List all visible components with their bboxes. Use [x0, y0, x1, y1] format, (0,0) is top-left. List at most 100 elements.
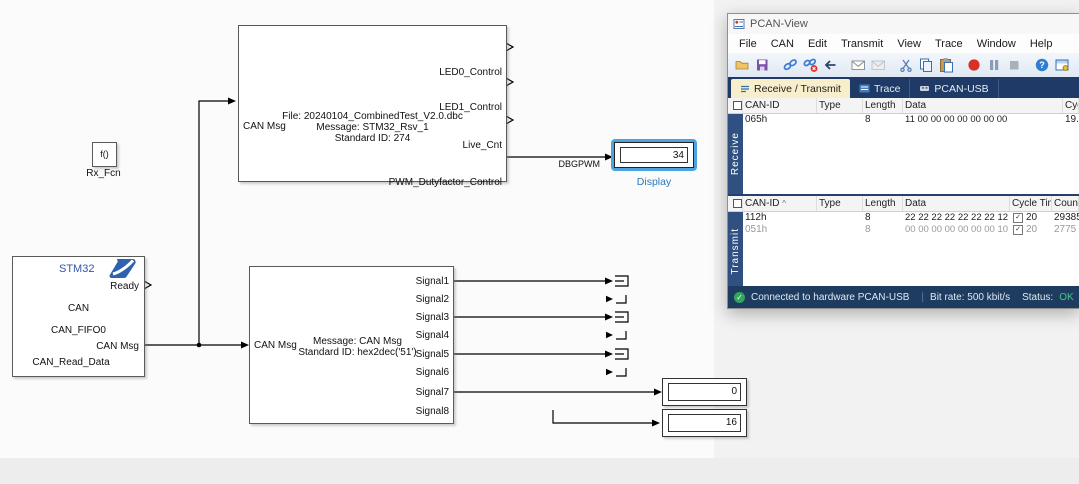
- output-port-label: Live_Cnt: [462, 140, 502, 151]
- pcan-view-window: PCAN-View File CAN Edit Transmit View Tr…: [727, 13, 1079, 309]
- output-port-label: Signal6: [415, 367, 449, 378]
- receive-panel: CAN-ID Type Length Data Cycle Time 065h …: [728, 98, 1079, 194]
- can-fifo-label: CAN_FIFO0: [50, 325, 106, 336]
- bitrate-status: Bit rate: 500 kbit/s: [930, 291, 1011, 303]
- connect-icon[interactable]: [780, 56, 800, 74]
- help-icon[interactable]: ?: [1032, 56, 1052, 74]
- display-label: Display: [636, 176, 672, 188]
- menu-can[interactable]: CAN: [770, 37, 794, 50]
- wire-label: DBGPWM: [558, 159, 601, 169]
- connection-status: Connected to hardware PCAN-USB: [751, 291, 910, 303]
- edit-message-icon[interactable]: [868, 56, 888, 74]
- record-icon[interactable]: [964, 56, 984, 74]
- output-port-label: PWM_Dutyfactor_Control: [388, 177, 502, 188]
- col-can-id: CAN-ID ^: [743, 196, 817, 211]
- open-icon[interactable]: [732, 56, 752, 74]
- pause-icon[interactable]: [984, 56, 1004, 74]
- toolbar: ?: [728, 53, 1079, 78]
- receive-transmit-tab-icon: [741, 85, 749, 92]
- menu-view[interactable]: View: [897, 37, 921, 50]
- col-can-id: CAN-ID: [743, 98, 817, 113]
- tab-pcan-usb[interactable]: PCAN-USB: [910, 79, 999, 98]
- fcn-icon: f(): [100, 149, 109, 159]
- block-name: CAN_Read_Data: [32, 357, 110, 368]
- receive-header[interactable]: CAN-ID Type Length Data Cycle Time: [728, 98, 1079, 114]
- menu-file[interactable]: File: [739, 37, 757, 50]
- st-logo-icon: [109, 259, 136, 278]
- output-port-label: Signal7: [415, 387, 449, 398]
- transmit-row[interactable]: 112h 8 22 22 22 22 22 22 22 12 ✓20 29385…: [745, 212, 1079, 223]
- rx-fcn-block[interactable]: f(): [92, 142, 117, 167]
- paste-icon[interactable]: [936, 56, 956, 74]
- select-all-checkbox[interactable]: [733, 199, 742, 208]
- rx-fcn-label: Rx_Fcn: [86, 168, 121, 179]
- display-value: 0: [668, 383, 741, 401]
- col-count: Count: [1054, 196, 1079, 211]
- receive-row[interactable]: 065h 8 11 00 00 00 00 00 00 00 19.0: [745, 114, 1079, 125]
- display-pwm-block[interactable]: 34: [611, 139, 697, 171]
- output-port-label: LED1_Control: [439, 102, 502, 113]
- svg-text:?: ?: [1039, 60, 1045, 70]
- display-signal8-block[interactable]: 16: [662, 409, 747, 437]
- menu-edit[interactable]: Edit: [807, 37, 827, 50]
- menu-bar: File CAN Edit Transmit View Trace Window…: [728, 34, 1079, 53]
- stm32-title: STM32: [59, 263, 95, 275]
- title-bar[interactable]: PCAN-View: [728, 14, 1079, 35]
- can-unpack-51-block[interactable]: CAN Msg Signal1 Signal2 Signal3 Signal4 …: [249, 266, 454, 424]
- cut-icon[interactable]: [896, 56, 916, 74]
- col-type: Type: [817, 98, 863, 113]
- tab-trace[interactable]: Trace: [850, 79, 911, 98]
- output-port-label: Signal5: [415, 349, 449, 360]
- tab-bar: Receive / Transmit Trace PCAN-USB: [728, 77, 1079, 98]
- display-value: 34: [620, 147, 688, 163]
- status-bar: ✓ Connected to hardware PCAN-USB | Bit r…: [728, 286, 1079, 308]
- display-signal7-block[interactable]: 0: [662, 378, 747, 406]
- menu-trace[interactable]: Trace: [934, 37, 963, 50]
- ready-port-label: Ready: [110, 281, 139, 292]
- save-icon[interactable]: [752, 56, 772, 74]
- display-frame: 34: [614, 142, 694, 168]
- transmit-strip: Transmit: [728, 212, 743, 290]
- connected-check-icon: ✓: [734, 291, 745, 303]
- transmit-header[interactable]: CAN-ID ^ Type Length Data Cycle Time Cou…: [728, 196, 1079, 212]
- col-length: Length: [863, 196, 903, 211]
- select-all-checkbox[interactable]: [733, 101, 742, 110]
- can-unpack-dbc-block[interactable]: CAN Msg LED0_Control LED1_Control Live_C…: [238, 25, 507, 188]
- tab-receive-transmit[interactable]: Receive / Transmit: [731, 79, 850, 98]
- output-port-label: Signal3: [415, 312, 449, 323]
- output-port-label: Signal8: [415, 406, 449, 417]
- output-port-label: Signal2: [415, 294, 449, 305]
- divider: |: [921, 291, 925, 303]
- can-label: CAN: [67, 303, 90, 314]
- app-icon: [733, 19, 745, 29]
- input-port-label: CAN Msg: [254, 340, 297, 351]
- cycle-enabled-checkbox[interactable]: ✓: [1013, 225, 1023, 235]
- input-port-label: CAN Msg: [243, 121, 286, 132]
- transmit-panel: CAN-ID ^ Type Length Data Cycle Time Cou…: [728, 194, 1079, 290]
- new-message-icon[interactable]: [848, 56, 868, 74]
- col-cycle-time: Cycle Time: [1010, 196, 1052, 211]
- menu-transmit[interactable]: Transmit: [840, 37, 884, 50]
- cycle-enabled-checkbox[interactable]: ✓: [1013, 213, 1023, 223]
- disconnect-icon[interactable]: [800, 56, 820, 74]
- col-length: Length: [863, 98, 903, 113]
- usb-tab-icon: [920, 86, 930, 91]
- col-type: Type: [817, 196, 863, 211]
- stop-icon[interactable]: [1004, 56, 1024, 74]
- copy-icon[interactable]: [916, 56, 936, 74]
- window-title: PCAN-View: [750, 18, 808, 30]
- menu-window[interactable]: Window: [976, 37, 1016, 50]
- previous-message-icon[interactable]: [820, 56, 840, 74]
- status-value: OK: [1059, 291, 1074, 303]
- status-label: Status:: [1022, 291, 1054, 303]
- sort-caret-icon: ^: [782, 199, 786, 208]
- trace-tab-icon: [859, 84, 870, 93]
- block-description: Message: CAN Msg Standard ID: hex2dec('5…: [298, 336, 417, 358]
- transmit-row[interactable]: 051h 8 00 00 00 00 00 00 00 10 ✓20 2775: [745, 224, 1077, 235]
- display-value: 16: [668, 414, 741, 432]
- col-data: Data: [903, 196, 1010, 211]
- menu-help[interactable]: Help: [1029, 37, 1053, 50]
- filter-icon[interactable]: [1052, 56, 1072, 74]
- receive-strip: Receive: [728, 114, 743, 194]
- can-msg-port-label: CAN Msg: [96, 341, 139, 352]
